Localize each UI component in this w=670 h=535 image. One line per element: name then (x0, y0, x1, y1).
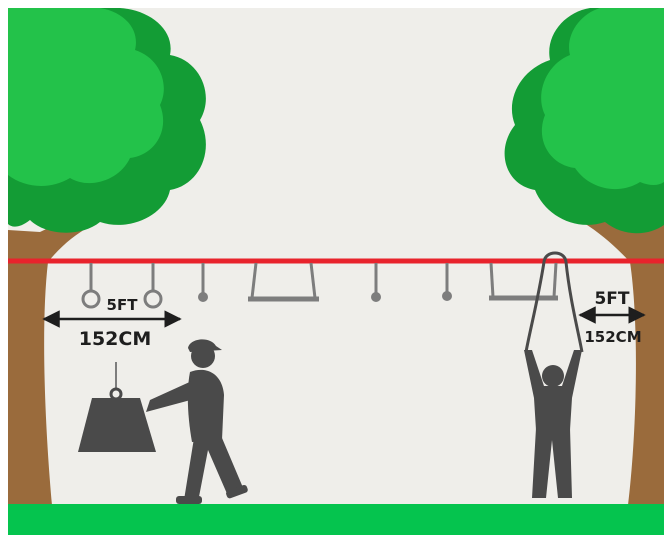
hanging-person-head (542, 365, 564, 387)
left-gap-ft-label: 5FT (107, 296, 139, 314)
right-gap-ft-label: 5FT (594, 289, 629, 309)
person-foot-left (176, 496, 202, 504)
left-gap-cm-label: 152CM (79, 328, 152, 350)
grass-ground (8, 504, 664, 535)
right-gap-cm-label: 152CM (584, 328, 641, 346)
